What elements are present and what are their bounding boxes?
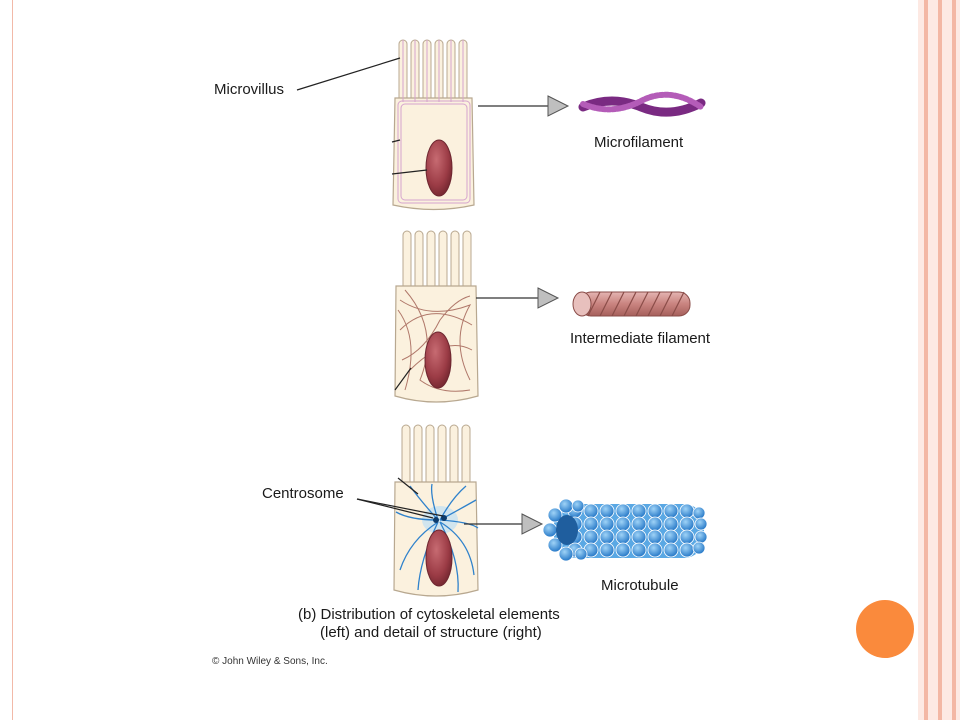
cell-microtubule	[393, 424, 479, 597]
frame-stripe	[952, 0, 956, 720]
frame-stripe	[924, 0, 928, 720]
cell-intermediate-filament	[394, 230, 479, 403]
arrow-right-icon	[464, 513, 544, 535]
intermediate-filament-label: Intermediate filament	[570, 330, 711, 347]
intermediate-filament-detail	[572, 291, 691, 317]
nucleus	[425, 139, 453, 197]
arrow-right-icon	[478, 95, 570, 117]
frame-stripe	[938, 0, 942, 720]
microvilli	[398, 39, 468, 103]
slide-accent-circle	[856, 600, 914, 658]
microtubule-detail	[542, 498, 708, 562]
caption-line-1: (b) Distribution of cytoskeletal element…	[298, 606, 560, 623]
slide-frame-left	[0, 0, 13, 720]
microtubule-label: Microtubule	[601, 577, 679, 594]
arrow-right-icon	[476, 287, 560, 309]
microfilament-detail	[578, 91, 706, 117]
figure-caption: (b) Distribution of cytoskeletal element…	[298, 606, 560, 642]
copyright-notice: © John Wiley & Sons, Inc.	[212, 656, 328, 667]
caption-line-2: (left) and detail of structure (right)	[320, 624, 542, 641]
microvillus-label: Microvillus	[214, 81, 285, 98]
nucleus	[425, 529, 453, 587]
slide-frame-right	[918, 0, 960, 720]
nucleus	[424, 331, 452, 389]
microvillus-leader-line	[296, 57, 401, 91]
microfilament-label: Microfilament	[594, 134, 684, 151]
centrosome-leader-lines	[356, 477, 444, 519]
centrosome-label: Centrosome	[262, 485, 344, 502]
centrosome-dot	[433, 517, 439, 523]
cell-microfilament	[391, 39, 475, 211]
